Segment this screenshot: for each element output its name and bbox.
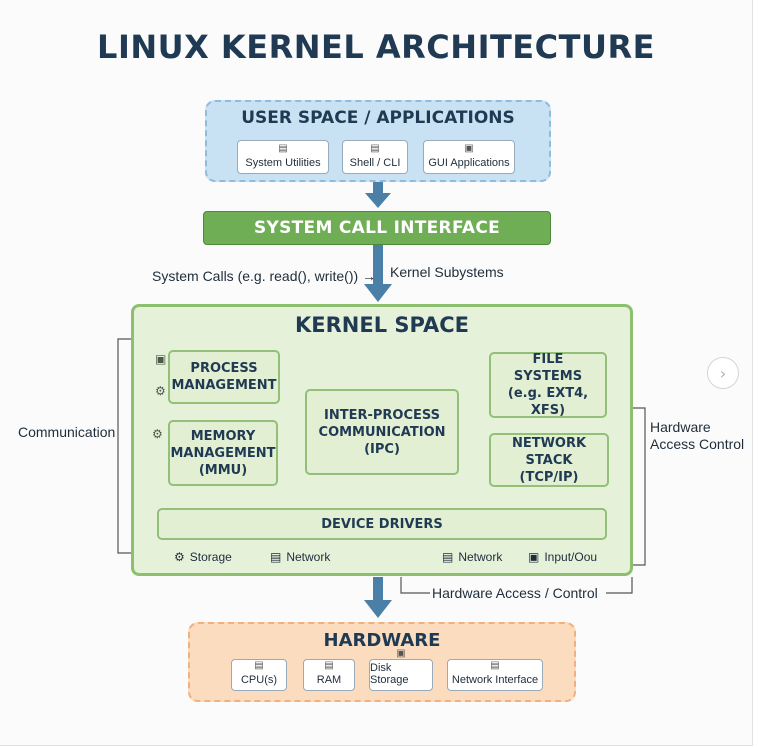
- chip-icon: ▤: [254, 660, 264, 671]
- arrow-kernel-to-hardware: [364, 577, 392, 618]
- communication-label: Communication: [18, 424, 116, 440]
- storage-gear-icon: ⚙: [174, 550, 185, 564]
- diagram-title: LINUX KERNEL ARCHITECTURE: [97, 28, 655, 66]
- document-icon: ▤: [278, 143, 288, 154]
- kernel-space-title: KERNEL SPACE: [295, 313, 469, 337]
- process-icon: ▣: [155, 352, 167, 366]
- hardware-control-bracket: [400, 577, 633, 594]
- user-space-title: USER SPACE / APPLICATIONS: [241, 108, 515, 128]
- hardware-item-cpu: ▤ CPU(s): [231, 659, 287, 691]
- arrow-syscall-to-kernel: [364, 245, 392, 302]
- disk-icon: ▣: [396, 648, 406, 659]
- footer-storage: ⚙ Storage: [174, 550, 232, 564]
- hardware-access-bracket: [633, 407, 646, 566]
- memory-icon: ▤: [324, 660, 334, 671]
- hardware-item-ram: ▤ RAM: [303, 659, 355, 691]
- user-item-gui-applications: ▣ GUI Applications: [423, 140, 515, 174]
- terminal-icon: ▤: [370, 143, 380, 154]
- monitor-icon: ▣: [464, 143, 474, 154]
- process-gear-icon: ⚙: [155, 384, 166, 398]
- communication-bracket: [117, 338, 131, 554]
- hardware-item-network-interface: ▤ Network Interface: [447, 659, 543, 691]
- network-icon: ▤: [270, 550, 282, 564]
- memory-gear-icon: ⚙: [152, 427, 163, 441]
- memory-management-box: MEMORY MANAGEMENT (MMU): [168, 420, 278, 486]
- syscall-label-left: System Calls (e.g. read(), write()) →: [152, 268, 377, 284]
- network-icon: ▤: [442, 550, 454, 564]
- footer-network-left: ▤ Network: [270, 550, 331, 564]
- input-icon: ▣: [528, 550, 540, 564]
- network-card-icon: ▤: [490, 660, 500, 671]
- device-drivers-box: DEVICE DRIVERS: [157, 508, 607, 540]
- user-item-system-utilities: ▤ System Utilities: [237, 140, 329, 174]
- footer-network-right: ▤ Network: [442, 550, 503, 564]
- next-image-button[interactable]: ›: [707, 357, 739, 389]
- syscall-label-right: Kernel Subystems: [390, 264, 504, 280]
- arrow-user-to-syscall: [365, 182, 391, 208]
- process-management-box: PROCESS MANAGEMENT: [168, 350, 280, 404]
- chevron-right-icon: ›: [719, 363, 727, 383]
- footer-input-output: ▣ Input/Oou: [528, 550, 598, 564]
- hardware-item-disk-storage: ▣ Disk Storage: [369, 649, 433, 691]
- user-item-shell-cli: ▤ Shell / CLI: [342, 140, 408, 174]
- ipc-box: INTER-PROCESS COMMUNICATION (IPC): [305, 389, 459, 475]
- hardware-title: HARDWARE: [323, 630, 441, 651]
- hardware-access-control-label: Hardware Access Control: [650, 419, 745, 452]
- hardware-access-bottom-label: Hardware Access / Control: [432, 585, 598, 601]
- network-stack-box: NETWORK STACK (TCP/IP): [489, 433, 609, 487]
- file-systems-box: FILE SYSTEMS (e.g. EXT4, XFS): [489, 352, 607, 418]
- system-call-interface: SYSTEM CALL INTERFACE: [203, 211, 551, 245]
